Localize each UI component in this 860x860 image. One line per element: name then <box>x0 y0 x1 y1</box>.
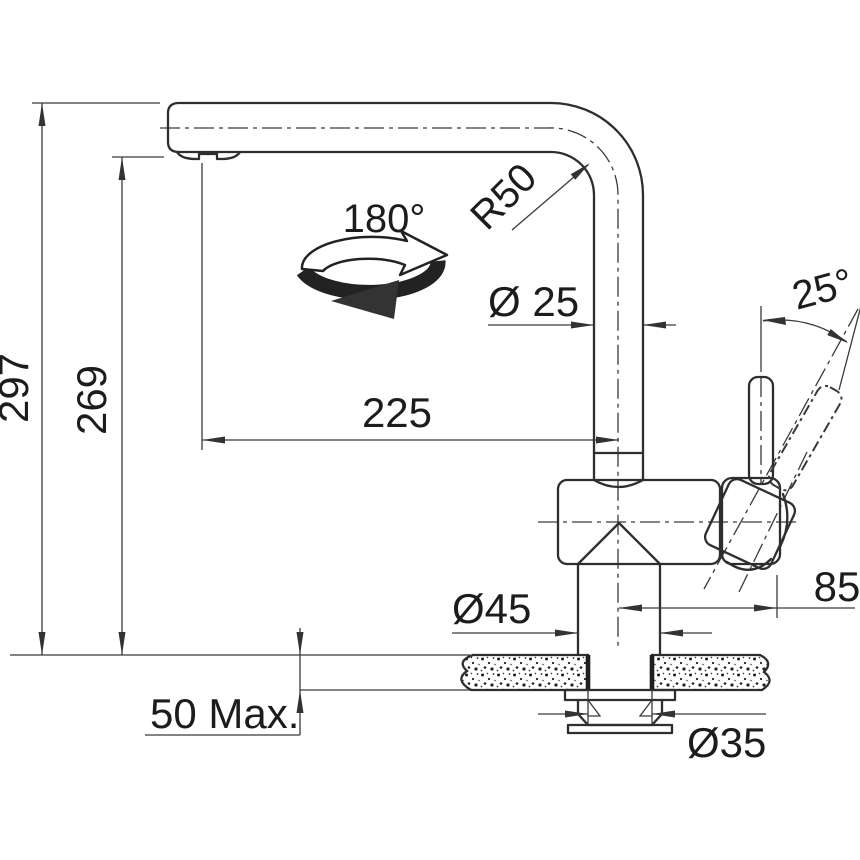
label-reach: 225 <box>362 389 432 436</box>
label-tube-diameter: Ø 25 <box>488 278 579 325</box>
spout-centerline <box>160 127 619 648</box>
dimension-lines <box>10 102 860 736</box>
phantom-lever-group <box>768 384 843 492</box>
label-height-spout: 269 <box>68 365 115 435</box>
valve-body <box>556 478 722 566</box>
tailpiece-walls <box>587 690 653 725</box>
thread-mark-right <box>638 699 653 717</box>
label-handle-projection: 85 <box>814 563 860 610</box>
aerator-nozzle <box>175 150 242 161</box>
label-swivel-angle: 180° <box>343 197 426 241</box>
spout-arm <box>166 101 645 482</box>
lever-tilted-phantom <box>768 384 843 492</box>
body-v-lines <box>576 521 662 566</box>
faucet-outline <box>166 101 797 657</box>
handle-cap <box>720 476 782 566</box>
label-lever-angle: 25° <box>788 260 858 318</box>
label-base-diameter: Ø45 <box>452 585 531 632</box>
label-height-total: 297 <box>0 353 37 423</box>
mounting-flange <box>563 688 677 702</box>
label-counter-max: 50 Max. <box>150 690 299 737</box>
washer-plate <box>566 723 674 735</box>
tilted-lever-centerline <box>703 308 859 590</box>
cap-right-arc <box>778 492 789 549</box>
rotation-arrow-black <box>331 280 399 319</box>
label-hole-diameter: Ø35 <box>687 719 766 766</box>
thread-mark-left <box>587 699 602 717</box>
rotation-band-white <box>300 229 449 277</box>
dim-25deg-arc <box>762 319 848 343</box>
counter-section <box>460 653 771 735</box>
label-bend-radius: R50 <box>462 155 545 238</box>
lever-upright <box>747 375 775 486</box>
counter-slab-left <box>460 653 590 692</box>
shank <box>576 562 662 657</box>
cap-bottom-arc <box>725 557 773 571</box>
swivel-rotation-symbol <box>296 229 449 319</box>
counter-slab-right <box>650 653 771 692</box>
body-top-dome <box>592 478 645 489</box>
dim-25deg-tilted-ext <box>838 307 860 391</box>
